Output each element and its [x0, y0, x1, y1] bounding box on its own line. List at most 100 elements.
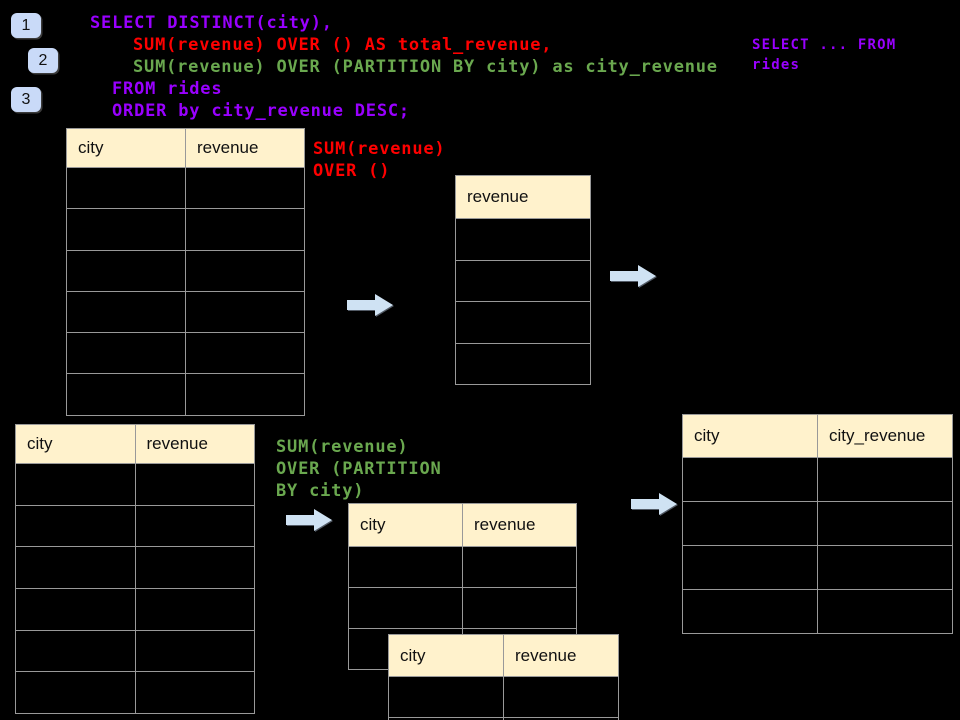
table-cell	[456, 219, 591, 261]
table-cell	[463, 588, 577, 629]
table-cell	[456, 343, 591, 385]
flow-arrow-icon	[286, 508, 332, 532]
table-cell	[16, 464, 136, 506]
table-row	[683, 458, 953, 502]
table-row	[16, 630, 255, 673]
label-total-revenue-fn-line2: OVER ()	[313, 161, 391, 181]
table-cell	[818, 546, 953, 590]
table-cell	[16, 672, 136, 715]
flow-arrow-icon	[631, 492, 677, 516]
table-cell	[67, 168, 186, 210]
table-row	[67, 291, 305, 334]
column-header: city	[389, 635, 504, 677]
table-cell	[16, 630, 136, 673]
table-row	[456, 219, 591, 261]
column-header: revenue	[504, 635, 619, 677]
label-partition-fn-line1: SUM(revenue)	[276, 437, 409, 457]
step-badge-3: 3	[11, 87, 41, 112]
flow-arrow-icon	[610, 264, 656, 288]
table-cell	[67, 333, 186, 375]
table-cell	[135, 547, 255, 590]
label-partition-fn-line2: OVER (PARTITION	[276, 459, 442, 479]
table-cell	[463, 547, 577, 588]
column-header: city_revenue	[818, 415, 953, 458]
table-row	[67, 333, 305, 375]
table-row	[456, 302, 591, 344]
sql-line-select: SELECT DISTINCT(city),	[90, 13, 333, 33]
table-row	[16, 589, 255, 631]
table-row	[349, 588, 577, 629]
table-cell	[456, 302, 591, 344]
column-header: city	[349, 504, 463, 547]
table-cell	[683, 590, 818, 634]
table-row	[16, 505, 255, 548]
table-cell	[67, 250, 186, 292]
table-cell	[186, 374, 305, 416]
column-header: city	[16, 425, 136, 464]
table-row	[349, 547, 577, 588]
table-row	[683, 590, 953, 634]
table-cell	[16, 589, 136, 631]
step-badge-2: 2	[28, 48, 58, 73]
table-row	[456, 343, 591, 385]
sql-line-order-by: ORDER by city_revenue DESC;	[112, 101, 410, 121]
column-header: revenue	[186, 129, 305, 168]
table-cell	[349, 547, 463, 588]
aside-rides: rides	[752, 57, 801, 73]
table-cell	[683, 546, 818, 590]
table-row	[16, 672, 255, 715]
table-cell	[389, 677, 504, 718]
table-row	[389, 718, 619, 720]
label-total-revenue-fn-line1: SUM(revenue)	[313, 139, 446, 159]
table-cell	[456, 260, 591, 302]
table-row	[67, 374, 305, 416]
table-cell	[16, 505, 136, 548]
table-cell	[186, 333, 305, 375]
column-header: city	[683, 415, 818, 458]
table-row	[683, 546, 953, 590]
table-row	[16, 547, 255, 590]
table-cell	[135, 505, 255, 548]
table-cell	[135, 672, 255, 715]
column-header: revenue	[135, 425, 255, 464]
table-cell	[186, 168, 305, 210]
table-cell	[135, 630, 255, 673]
table-cell	[186, 291, 305, 334]
table-cell	[186, 250, 305, 292]
table-cell	[16, 547, 136, 590]
aside-select-from: SELECT ... FROM	[752, 37, 897, 53]
label-partition-fn-line3: BY city)	[276, 481, 365, 501]
table-cell	[349, 588, 463, 629]
table-cell	[67, 374, 186, 416]
column-header: revenue	[463, 504, 577, 547]
table-row	[683, 502, 953, 546]
table-row	[456, 260, 591, 302]
table-row	[389, 677, 619, 718]
sql-line-from: FROM rides	[112, 79, 223, 99]
table-cell	[504, 718, 619, 720]
table-cell	[683, 458, 818, 502]
table-cell	[67, 209, 186, 251]
table-cell	[186, 209, 305, 251]
table-cell	[818, 502, 953, 546]
table-cell	[135, 589, 255, 631]
table-cell	[67, 291, 186, 334]
table-total-revenue-result: revenue	[455, 175, 591, 385]
table-cell	[389, 718, 504, 720]
table-cell	[135, 464, 255, 506]
column-header: revenue	[456, 176, 591, 219]
table-row	[16, 464, 255, 506]
sql-line-sum-over: SUM(revenue) OVER () AS total_revenue,	[133, 35, 553, 55]
table-header-row: revenue	[456, 176, 591, 219]
step-badge-1: 1	[11, 13, 41, 38]
sql-line-sum-partition: SUM(revenue) OVER (PARTITION BY city) as…	[133, 57, 718, 77]
